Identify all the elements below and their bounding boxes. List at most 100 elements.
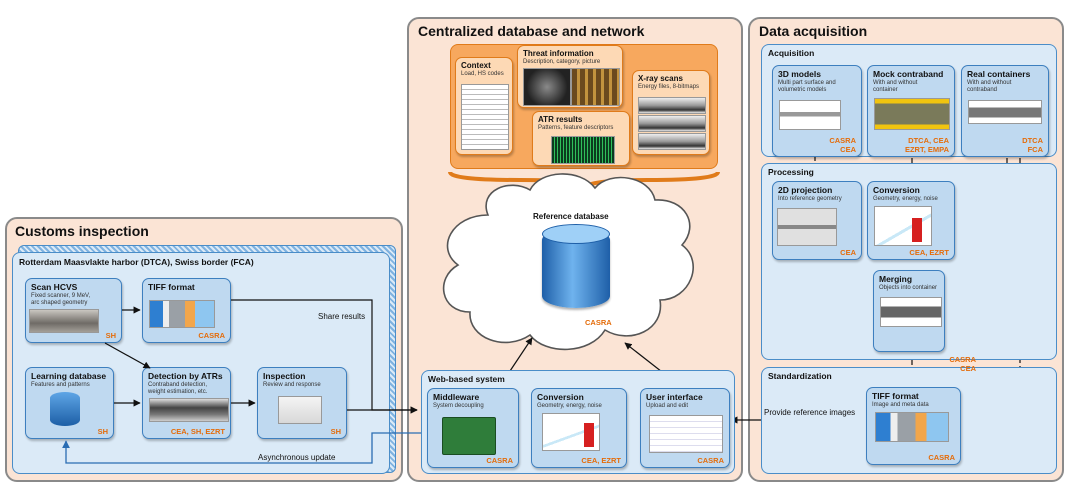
- models3d-desc-1: Multi part surface and: [778, 80, 836, 86]
- detection-title: Detection by ATRs: [148, 371, 223, 381]
- customs-inspection-title: Customs inspection: [15, 223, 149, 239]
- xray-scans-title: X-ray scans: [638, 74, 683, 83]
- projection2d-tag: CEA: [840, 248, 856, 257]
- detection-atr-box[interactable]: Detection by ATRs Contraband detection,w…: [142, 367, 231, 439]
- threat-info-box[interactable]: Threat information Description, category…: [517, 45, 623, 108]
- customs-tiff-box[interactable]: TIFF format CASRA: [142, 278, 231, 343]
- context-title: Context: [461, 61, 491, 70]
- user-interface-title: User interface: [646, 392, 703, 402]
- acq-tiff-desc: Image and meta data: [872, 402, 929, 408]
- models3d-title: 3D models: [778, 69, 821, 79]
- atr-results-box[interactable]: ATR results Patterns, feature descriptor…: [532, 111, 630, 166]
- acq-conversion-title: Conversion: [873, 185, 920, 195]
- processing-stage-title: Processing: [768, 167, 814, 177]
- acq-tiff-tag: CASRA: [928, 453, 955, 462]
- context-document-icon: [461, 84, 509, 150]
- real-containers-title: Real containers: [967, 69, 1031, 79]
- models3d-tag-1: CASRA: [829, 136, 856, 145]
- real-desc-1: With and without: [967, 80, 1012, 86]
- truck-scan-icon: [149, 398, 229, 422]
- projection2d-box[interactable]: 2D projection Into reference geometry CE…: [772, 181, 862, 260]
- middleware-box[interactable]: Middleware System decoupling CASRA: [427, 388, 519, 468]
- central-conversion-title: Conversion: [537, 392, 584, 402]
- tiff-file-icon: [149, 300, 215, 328]
- reference-database-tag: CASRA: [585, 318, 612, 327]
- threat-photo-icon: [523, 68, 571, 106]
- acq-conversion-box[interactable]: Conversion Geometry, energy, noise CEA, …: [867, 181, 955, 260]
- projection-image-icon: [777, 208, 837, 246]
- user-interface-box[interactable]: User interface Upload and edit CASRA: [640, 388, 730, 468]
- database-icon: [50, 392, 80, 426]
- detection-desc-1: Contraband detection,: [148, 382, 208, 388]
- central-conversion-box[interactable]: Conversion Geometry, energy, noise CEA, …: [531, 388, 627, 468]
- atr-pattern-icon: [551, 136, 615, 164]
- provide-reference-images-label: Provide reference images: [764, 408, 856, 417]
- mock-weapon-photo-icon: [874, 98, 950, 130]
- acq-conversion-bar-icon: [912, 218, 922, 242]
- merging-tag-1: CASRA: [949, 355, 976, 364]
- context-desc: Load, HS codes: [461, 71, 504, 77]
- acq-conversion-tag: CEA, EZRT: [909, 248, 949, 257]
- customs-tiff-title: TIFF format: [148, 282, 195, 292]
- mock-tag-2: EZRT, EMPA: [904, 145, 949, 154]
- middleware-desc: System decoupling: [433, 403, 484, 409]
- acq-tiff-file-icon: [875, 412, 949, 442]
- conversion-bar-icon: [584, 423, 594, 447]
- scan-hcvs-tag: SH: [105, 331, 116, 340]
- threat-info-desc: Description, category, picture: [523, 59, 601, 65]
- reference-database-title: Reference database: [533, 212, 609, 221]
- review-screen-icon: [278, 396, 322, 424]
- learning-db-tag: SH: [97, 427, 108, 436]
- mock-contraband-title: Mock contraband: [873, 69, 944, 79]
- models3d-tag-2: CEA: [840, 145, 856, 154]
- mock-desc-1: With and without: [873, 80, 918, 86]
- circuit-board-icon: [442, 417, 496, 455]
- middleware-tag: CASRA: [486, 456, 513, 465]
- context-box[interactable]: Context Load, HS codes: [455, 57, 513, 155]
- real-tag-1: DTCA: [1022, 136, 1043, 145]
- container-truck-icon: [968, 100, 1042, 124]
- xray-scans-box[interactable]: X-ray scans Energy files, 8-bitmaps: [632, 70, 710, 155]
- acquisition-panel-title: Data acquisition: [759, 23, 868, 39]
- real-tag-2: FCA: [1027, 145, 1043, 154]
- detection-desc: Contraband detection,weight estimation, …: [148, 382, 207, 396]
- scan-hcvs-box[interactable]: Scan HCVS Fixed scanner, 9 MeV,arc shape…: [25, 278, 122, 343]
- merging-title: Merging: [879, 274, 913, 284]
- async-update-label: Asynchronous update: [258, 453, 336, 462]
- mock-desc-2: container: [873, 87, 898, 93]
- mock-tag-1: DTCA, CEA: [908, 136, 949, 145]
- learning-db-box[interactable]: Learning database Features and patterns …: [25, 367, 114, 439]
- merging-desc: Objects into container: [879, 285, 938, 291]
- projection2d-desc: Into reference geometry: [778, 196, 842, 202]
- learning-db-desc: Features and patterns: [31, 382, 90, 388]
- merged-container-icon: [880, 297, 942, 327]
- detection-desc-2: weight estimation, etc.: [148, 389, 208, 395]
- web-system-title: Web-based system: [428, 374, 505, 384]
- threat-info-title: Threat information: [523, 49, 594, 58]
- reference-database-top: [542, 224, 610, 244]
- conversion-chart-icon: [542, 413, 600, 451]
- threat-cargo-icon: [571, 68, 620, 106]
- inspection-tag: SH: [330, 427, 341, 436]
- scan-hcvs-title: Scan HCVS: [31, 282, 78, 292]
- inspection-desc: Review and response: [263, 382, 321, 388]
- inspection-box[interactable]: Inspection Review and response SH: [257, 367, 347, 439]
- acq-tiff-title: TIFF format: [872, 391, 919, 401]
- acq-tiff-box[interactable]: TIFF format Image and meta data CASRA: [866, 387, 961, 465]
- acq-conversion-chart-icon: [874, 206, 932, 246]
- scan-hcvs-desc: Fixed scanner, 9 MeV,arc shaped geometry: [31, 293, 90, 307]
- merging-tag-2: CEA: [960, 364, 976, 373]
- user-interface-desc: Upload and edit: [646, 403, 689, 409]
- scan-desc-1: Fixed scanner, 9 MeV,: [31, 293, 91, 299]
